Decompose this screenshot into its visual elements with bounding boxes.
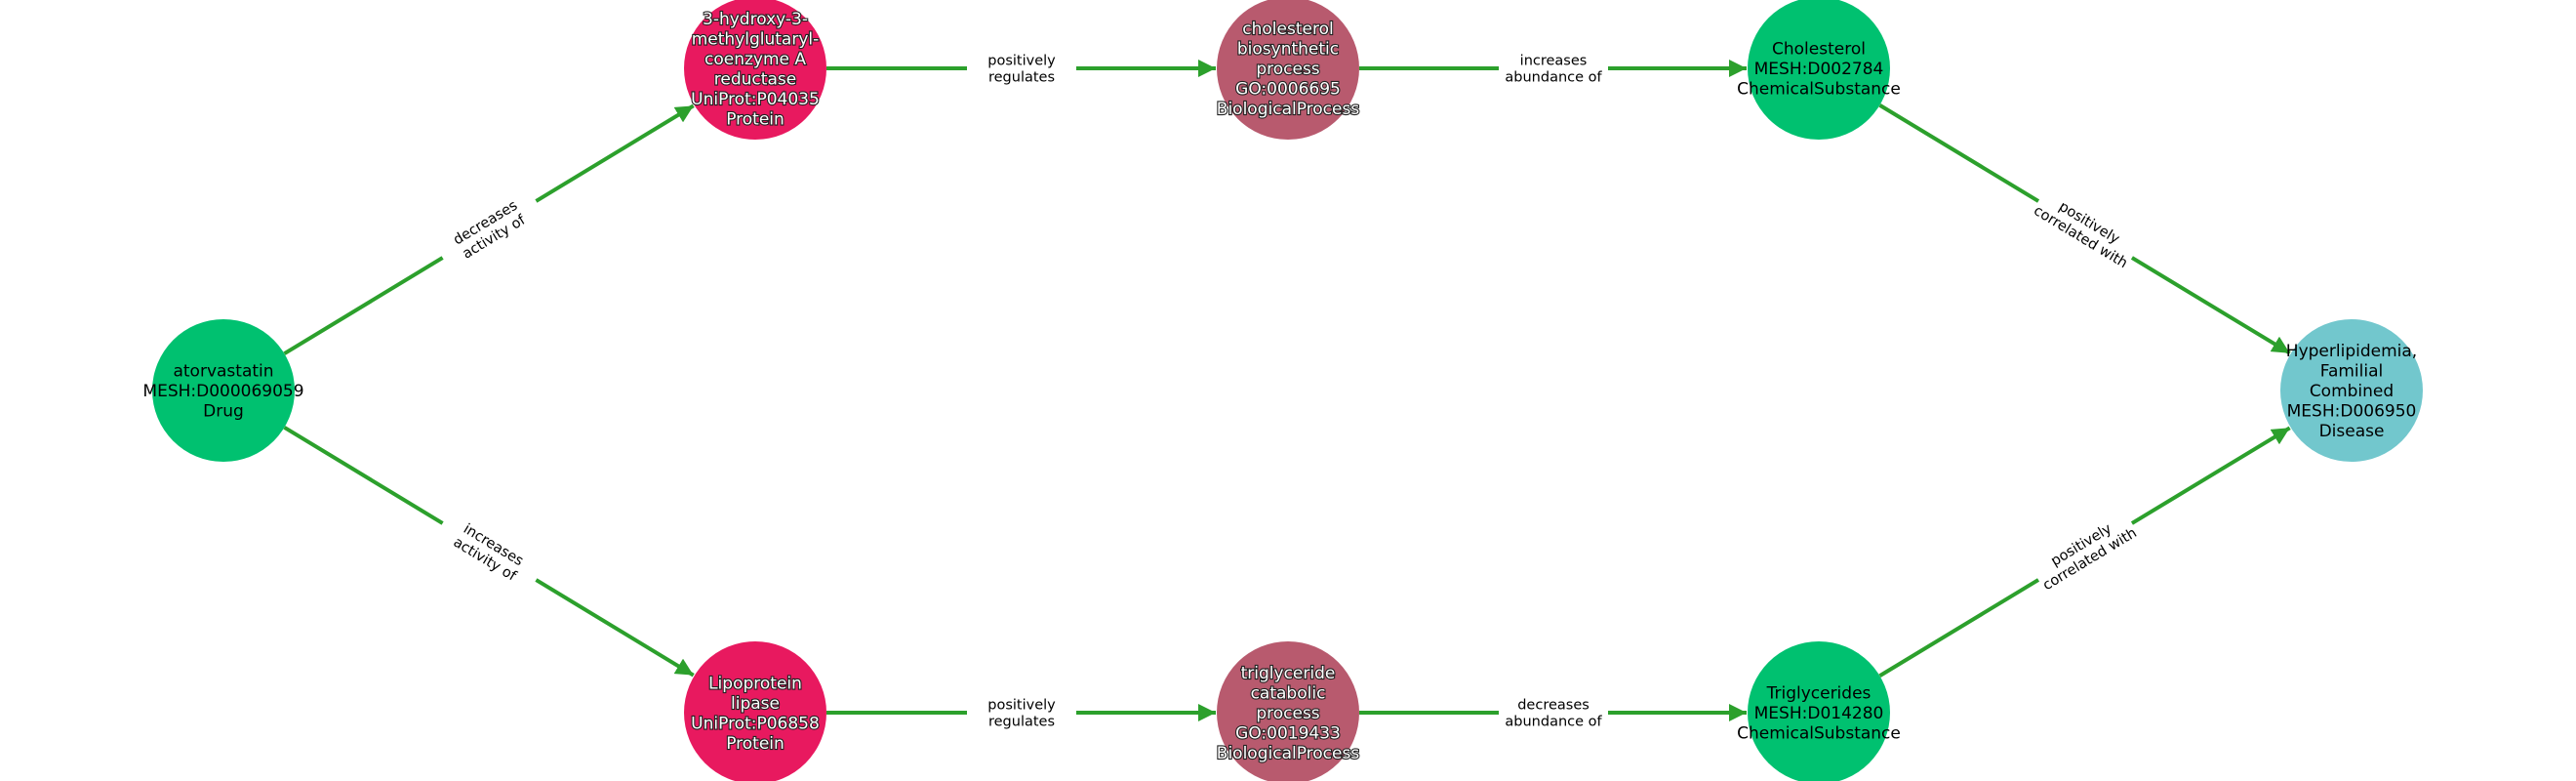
edge-label-line: abundance of xyxy=(1505,715,1602,730)
node-label-line: atorvastatin xyxy=(173,362,273,382)
node-label-line: catabolic xyxy=(1251,684,1326,704)
node-circle xyxy=(152,319,295,462)
node-label-line: 3-hydroxy-3- xyxy=(703,10,808,29)
edge-label-background xyxy=(967,49,1076,88)
node-label-line: BiologicalProcess xyxy=(1217,744,1360,763)
node-label-line: biosynthetic xyxy=(1237,40,1339,60)
node-label-line: UniProt:P04035 xyxy=(691,90,820,109)
node-label-line: ChemicalSubstance xyxy=(1737,724,1901,744)
node-label-line: cholesterol xyxy=(1242,20,1333,39)
edge-label-line: regulates xyxy=(988,715,1055,730)
edge-label-background xyxy=(2028,184,2143,275)
node-label-line: Lipoprotein xyxy=(708,674,802,693)
node-circle xyxy=(684,641,826,781)
edge-label-line: increases xyxy=(1520,54,1588,69)
node-label-line: triglyceride xyxy=(1241,664,1336,683)
node-label-line: process xyxy=(1256,704,1319,723)
node-label-line: Protein xyxy=(726,109,785,129)
edge-label-background xyxy=(967,693,1076,732)
node-label-line: MESH:D000069059 xyxy=(142,382,303,401)
node-label-line: Familial xyxy=(2320,362,2384,382)
node-chol_bio: cholesterolbiosyntheticprocessGO:0006695… xyxy=(1216,0,1360,140)
edge-label-line: positively xyxy=(987,698,1056,714)
node-label-line: BiologicalProcess xyxy=(1217,100,1360,119)
node-label-line: UniProt:P06858 xyxy=(691,714,820,733)
node-label-line: Drug xyxy=(203,402,244,422)
edge-label-line: regulates xyxy=(988,70,1055,86)
node-label-line: MESH:D002784 xyxy=(1754,60,1884,79)
node-label-line: ChemicalSubstance xyxy=(1737,80,1901,100)
edge-label-background xyxy=(432,506,546,597)
node-label-line: MESH:D006950 xyxy=(2287,402,2417,422)
node-label-line: Cholesterol xyxy=(1772,40,1866,60)
node-circle xyxy=(1217,641,1359,781)
edge-label-background xyxy=(432,184,546,275)
node-circle xyxy=(684,0,826,140)
node-label-line: MESH:D014280 xyxy=(1754,704,1884,723)
edge-label-background xyxy=(1499,693,1608,732)
node-label-line: Combined xyxy=(2310,382,2394,401)
node-circle xyxy=(1217,0,1359,140)
node-label-line: coenzyme A xyxy=(704,50,806,69)
edge-label-background xyxy=(2028,506,2143,597)
node-triglycerides: TriglyceridesMESH:D014280ChemicalSubstan… xyxy=(1737,641,1901,781)
node-label-line: GO:0019433 xyxy=(1235,724,1341,744)
node-label-line: process xyxy=(1256,60,1319,79)
node-label-line: reductase xyxy=(714,69,796,89)
node-circle xyxy=(1748,0,1890,140)
edge-label-line: abundance of xyxy=(1505,70,1602,86)
node-hmgcr: 3-hydroxy-3-methylglutaryl-coenzyme Ared… xyxy=(684,0,826,140)
node-label-line: Protein xyxy=(726,734,785,754)
edge-label-line: decreases xyxy=(1517,698,1590,714)
node-label-line: Disease xyxy=(2319,422,2385,441)
node-circle xyxy=(1748,641,1890,781)
edge-label-background xyxy=(1499,49,1608,88)
node-label-line: GO:0006695 xyxy=(1235,80,1341,100)
node-label-line: Hyperlipidemia, xyxy=(2286,342,2417,361)
node-label-line: Triglycerides xyxy=(1766,684,1872,704)
node-tg_cat: triglyceridecatabolicprocessGO:0019433Bi… xyxy=(1216,641,1360,781)
node-hyperlipidemia: Hyperlipidemia,FamilialCombinedMESH:D006… xyxy=(2280,319,2423,462)
edge-label-line: positively xyxy=(987,54,1056,69)
node-label-line: lipase xyxy=(731,694,780,714)
node-circle xyxy=(2280,319,2423,462)
node-label-line: methylglutaryl- xyxy=(692,29,820,49)
